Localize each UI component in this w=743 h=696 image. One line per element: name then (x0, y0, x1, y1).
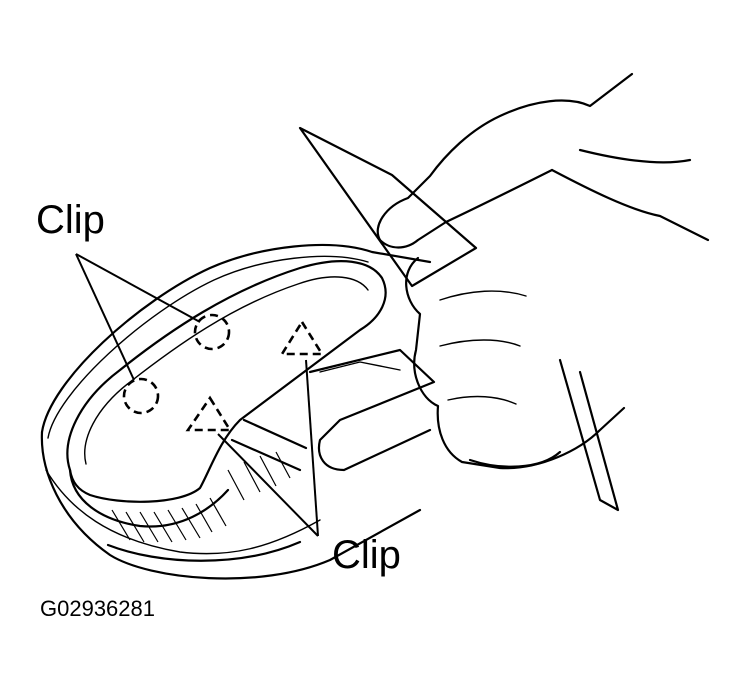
clip-marker-triangle-upper (279, 319, 325, 356)
mirror-glass (66, 260, 387, 528)
clip-label-bottom: Clip (332, 533, 401, 577)
leader-bottom-to-lower-triangle (217, 433, 319, 537)
housing-hatched-edge (111, 451, 291, 543)
leader-top-to-upper-circle (75, 253, 201, 323)
clip-marker-circle-upper (193, 313, 231, 351)
clip-label-top: Clip (36, 198, 105, 242)
clip-marker-triangle-lower (185, 395, 233, 432)
pry-tool (230, 126, 478, 472)
leader-top-to-lower-circle (75, 253, 135, 381)
mirror-housing (40, 243, 432, 580)
leader-lines (75, 253, 319, 537)
clip-markers (122, 313, 325, 432)
clip-marker-circle-lower (122, 377, 160, 415)
leader-bottom-to-upper-triangle (305, 359, 319, 537)
hands (376, 72, 710, 512)
figure-code: G02936281 (40, 596, 155, 621)
